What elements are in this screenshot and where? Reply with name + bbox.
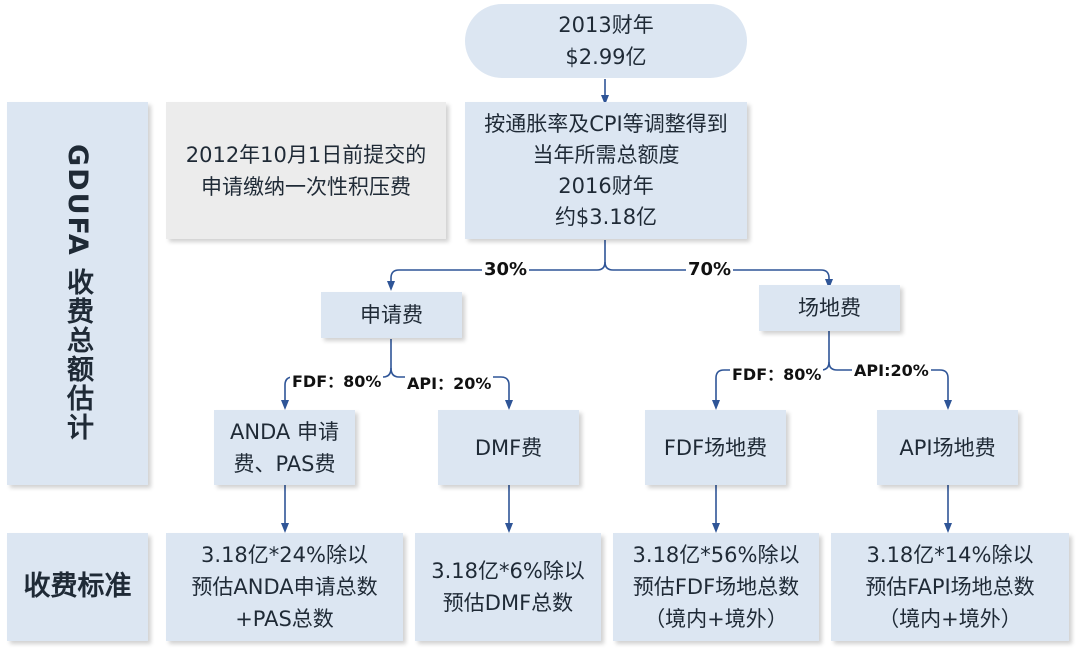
anda-standard-node: 3.18亿*24%除以 预估ANDA申请总数 +PAS总数: [166, 533, 403, 641]
api-facility-fee-node: API场地费: [877, 410, 1018, 485]
fac-fdf-split-label: FDF：80%: [730, 361, 824, 385]
facility-fee-node: 场地费: [759, 285, 900, 331]
api-standard-text: 3.18亿*14%除以 预估FAPI场地总数 （境内+境外）: [865, 543, 1035, 631]
arrow-to-api-facility: [828, 361, 952, 410]
fy2013-total-text: 2013财年 $2.99亿: [558, 13, 654, 69]
anda-pas-fee-node: ANDA 申请 费、PAS费: [214, 410, 355, 485]
dmf-standard-text: 3.18亿*6%除以 预估DMF总数: [431, 559, 585, 615]
arrow-to-facility-fee: [604, 261, 833, 289]
side-label-main: GDUFA 收费总额估计: [7, 102, 148, 485]
fdf-facility-fee-text: FDF场地费: [663, 435, 768, 460]
backlog-fee-note: 2012年10月1日前提交的 申请缴纳一次性积压费: [166, 102, 446, 239]
facility-fee-text: 场地费: [798, 296, 861, 320]
fy2016-adjusted-total-text: 按通胀率及CPI等调整得到 当年所需总额度 2016财年 约$3.18亿: [484, 111, 728, 229]
application-fee-node: 申请费: [321, 292, 462, 338]
arrow-to-dmf-fee: [390, 367, 513, 410]
dmf-fee-node: DMF费: [438, 410, 579, 485]
backlog-fee-note-text: 2012年10月1日前提交的 申请缴纳一次性积压费: [185, 142, 427, 199]
fac-api-split-label: API:20%: [852, 361, 931, 380]
dmf-fee-text: DMF费: [474, 435, 543, 460]
application-pct-label: 30%: [482, 259, 530, 280]
fdf-standard-text: 3.18亿*56%除以 预估FDF场地总数 （境内+境外）: [632, 543, 800, 631]
side-label-standard: 收费标准: [7, 533, 148, 641]
facility-pct-label: 70%: [686, 259, 734, 280]
fdf-standard-node: 3.18亿*56%除以 预估FDF场地总数 （境内+境外）: [613, 533, 819, 641]
app-fdf-split-label: FDF：80%: [290, 368, 384, 392]
side-label-main-text: GDUFA 收费总额估计: [62, 144, 93, 443]
fdf-facility-fee-node: FDF场地费: [645, 410, 786, 485]
api-facility-fee-text: API场地费: [899, 435, 996, 460]
fy2013-total-node: 2013财年 $2.99亿: [465, 4, 747, 78]
app-api-split-label: API：20%: [405, 370, 494, 394]
fy2016-adjusted-total-node: 按通胀率及CPI等调整得到 当年所需总额度 2016财年 约$3.18亿: [465, 102, 747, 239]
anda-pas-fee-text: ANDA 申请 费、PAS费: [230, 419, 339, 476]
api-standard-node: 3.18亿*14%除以 预估FAPI场地总数 （境内+境外）: [831, 533, 1069, 641]
side-label-standard-text: 收费标准: [23, 571, 132, 602]
application-fee-text: 申请费: [360, 303, 423, 327]
dmf-standard-node: 3.18亿*6%除以 预估DMF总数: [415, 533, 601, 641]
anda-standard-text: 3.18亿*24%除以 预估ANDA申请总数 +PAS总数: [191, 543, 378, 631]
